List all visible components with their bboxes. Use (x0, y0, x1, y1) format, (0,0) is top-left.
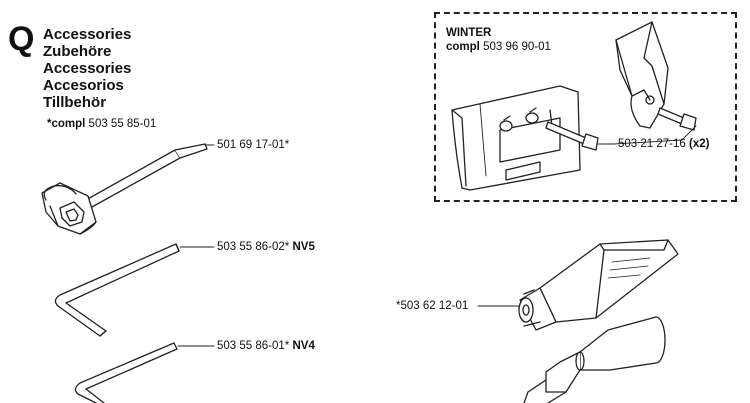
part-label-grease: *503 62 12-01 (396, 300, 468, 312)
kit-prefix: *compl (47, 118, 86, 130)
part-number: 503 55 86-01* (217, 340, 290, 352)
winter-title: WINTER (446, 27, 492, 39)
part-label-winter-screw: 503 21 27-16 (x2) (618, 138, 709, 150)
title-es: Accesorios (43, 77, 124, 94)
combination-spanner-icon (41, 143, 208, 235)
part-label-allen-nv5: 503 55 86-02* NV5 (217, 241, 315, 253)
allen-key-nv5-icon (54, 243, 180, 337)
grease-gun-icon (523, 316, 666, 403)
leader-lines (177, 125, 697, 347)
part-number: 503 55 86-02* (217, 241, 290, 253)
screw-icon (545, 107, 697, 151)
allen-key-nv4-icon (74, 342, 178, 403)
title-sv: Tillbehör (43, 94, 107, 111)
part-number: 503 21 27-16 (618, 138, 686, 150)
part-suffix: NV5 (292, 241, 315, 253)
winter-kit-box (434, 12, 737, 202)
title-fr: Accessories (43, 60, 132, 77)
winter-cover-plate-icon (451, 85, 581, 191)
part-label-allen-nv4: 503 55 86-01* NV4 (217, 340, 315, 352)
grease-tube-icon (518, 239, 679, 331)
part-qty: (x2) (689, 138, 710, 150)
winter-deflector-icon (615, 21, 669, 129)
part-suffix: NV4 (292, 340, 315, 352)
kit-number-value: 503 55 85-01 (88, 118, 157, 130)
winter-kit-title: WINTER compl 503 96 90-01 (446, 26, 551, 54)
title-en: Accessories (43, 26, 132, 43)
title-de: Zubehöre (43, 43, 112, 60)
section-titles: Accessories Zubehöre Accessories Accesor… (43, 26, 131, 111)
section-letter: Q (8, 20, 35, 58)
kit-number: *compl 503 55 85-01 (47, 118, 156, 130)
part-number: 501 69 17-01* (217, 139, 290, 151)
winter-compl-number: 503 96 90-01 (483, 41, 551, 53)
part-label-spanner: 501 69 17-01* (217, 139, 289, 151)
winter-compl-prefix: compl (446, 41, 480, 53)
part-number: *503 62 12-01 (396, 300, 469, 312)
